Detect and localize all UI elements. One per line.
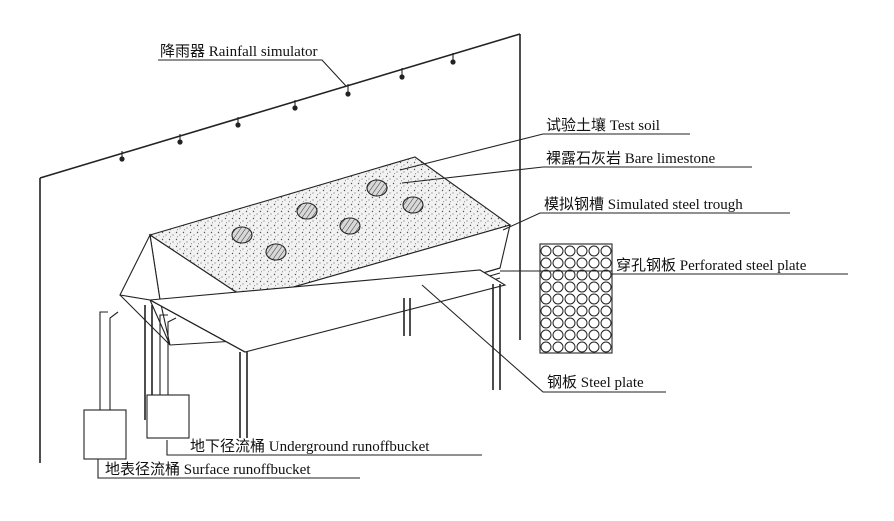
- perforation-hole: [600, 281, 612, 293]
- perforation-hole: [588, 305, 600, 317]
- label-bare-limestone: 裸露石灰岩 Bare limestone: [546, 150, 715, 167]
- perforation-hole: [600, 293, 612, 305]
- label-steel-plate: 钢板 Steel plate: [547, 373, 644, 391]
- perforation-hole: [552, 269, 564, 281]
- perforation-hole: [540, 317, 552, 329]
- label-perforated-steel-plate: 穿孔钢板 Perforated steel plate: [616, 256, 807, 274]
- label-rainfall-simulator: 降雨器 Rainfall simulator: [160, 43, 317, 60]
- perforation-hole: [540, 269, 552, 281]
- perforation-hole: [552, 305, 564, 317]
- perforation-hole: [564, 329, 576, 341]
- perforation-hole: [552, 317, 564, 329]
- support-table: [144, 269, 507, 438]
- perforation-hole: [564, 341, 576, 353]
- perforation-hole: [540, 293, 552, 305]
- perforation-hole: [600, 257, 612, 269]
- perforation-hole: [552, 245, 564, 257]
- perforation-hole: [576, 317, 588, 329]
- label-surface-runoff-bucket: 地表径流桶 Surface runoffbucket: [105, 461, 311, 478]
- perforation-hole: [540, 281, 552, 293]
- perforation-hole: [564, 245, 576, 257]
- perforation-hole: [540, 245, 552, 257]
- perforation-hole: [564, 281, 576, 293]
- perforation-hole: [540, 341, 552, 353]
- label-test-soil: 试验土壤 Test soil: [546, 116, 660, 134]
- perforation-hole: [588, 317, 600, 329]
- perforation-hole: [600, 329, 612, 341]
- perforation-hole: [576, 281, 588, 293]
- perforation-hole: [564, 269, 576, 281]
- label-simulated-steel-trough: 模拟钢槽 Simulated steel trough: [544, 196, 743, 213]
- perforation-hole: [540, 305, 552, 317]
- perforated-steel-plate-inset: [539, 243, 613, 354]
- perforation-hole: [576, 293, 588, 305]
- rainfall-simulator-frame: [39, 33, 521, 463]
- perforation-hole: [552, 329, 564, 341]
- perforation-hole: [552, 293, 564, 305]
- perforation-hole: [552, 281, 564, 293]
- perforation-hole: [588, 257, 600, 269]
- perforation-hole: [600, 269, 612, 281]
- perforation-hole: [576, 329, 588, 341]
- drain-pipes: [99, 311, 177, 410]
- perforation-hole: [588, 293, 600, 305]
- surface-runoff-bucket: [83, 409, 127, 460]
- perforation-hole: [588, 341, 600, 353]
- rain-nozzles: [119, 53, 456, 162]
- perforation-hole: [600, 245, 612, 257]
- label-underground-runoff-bucket: 地下径流桶 Underground runoffbucket: [190, 438, 430, 455]
- perforation-hole: [564, 305, 576, 317]
- perforation-hole: [552, 257, 564, 269]
- bare-limestone-rocks: [231, 179, 424, 261]
- perforation-hole: [564, 317, 576, 329]
- perforation-hole: [576, 305, 588, 317]
- perforation-hole: [576, 245, 588, 257]
- perforation-hole: [540, 257, 552, 269]
- perforation-hole: [600, 341, 612, 353]
- perforation-hole: [552, 341, 564, 353]
- perforation-hole: [600, 305, 612, 317]
- perforation-hole: [588, 269, 600, 281]
- leader-lines: [97, 59, 848, 479]
- underground-runoff-bucket: [146, 394, 190, 439]
- perforation-hole: [588, 281, 600, 293]
- perforation-hole: [576, 269, 588, 281]
- perforation-hole: [588, 329, 600, 341]
- perforation-hole: [576, 341, 588, 353]
- perforation-hole: [588, 245, 600, 257]
- perforation-hole: [576, 257, 588, 269]
- perforation-hole: [540, 329, 552, 341]
- perforation-hole: [564, 293, 576, 305]
- perforation-hole: [564, 257, 576, 269]
- perforation-hole: [600, 317, 612, 329]
